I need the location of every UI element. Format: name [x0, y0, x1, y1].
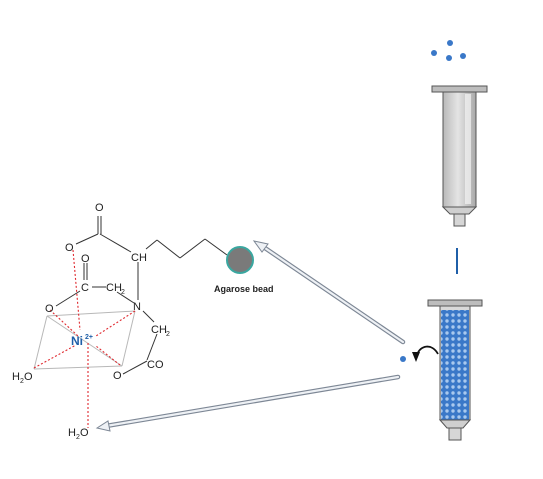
empty-syringe-icon [431, 85, 488, 227]
atom-o-carbonyl-mid: O [81, 253, 90, 265]
atom-ch2-acetate-subscript: 2 [121, 289, 125, 296]
protein-droplets-icon [431, 40, 466, 61]
atom-ch2-acetate: CH [106, 282, 122, 294]
protein-dot-icon [400, 356, 406, 362]
nickel-ion: Ni [71, 334, 83, 348]
octahedral-frame [33, 310, 136, 370]
atom-o-ester-top: O [65, 242, 74, 254]
curved-arrow-icon [412, 345, 439, 362]
skeletal-bonds [55, 216, 228, 375]
water-bottom-h: H [68, 427, 76, 439]
atom-ch2-right-subscript: 2 [166, 331, 170, 338]
atom-labels: O O CH O C CH 2 O N CH 2 O CO H 2 O H 2 … [12, 202, 170, 441]
water-bottom-subscript: 2 [76, 434, 80, 441]
coordination-bonds [33, 249, 136, 428]
bead-label: Agarose bead [214, 284, 274, 294]
atom-o-ester-mid: O [45, 303, 54, 315]
water-bottom-o: O [80, 427, 89, 439]
atom-o-carboxylate: O [113, 370, 122, 382]
ni-nta-structure: O O CH O C CH 2 O N CH 2 O CO H 2 O H 2 … [12, 202, 228, 441]
atom-ch-alpha: CH [131, 252, 147, 264]
bead-icon [226, 246, 254, 274]
atom-n-amine: N [133, 301, 141, 313]
nickel-charge: 2+ [85, 334, 93, 341]
atom-co-carboxylate: CO [147, 359, 164, 371]
packed-resin-column-icon [427, 299, 483, 441]
atom-ch2-right: CH [151, 324, 167, 336]
atom-o-top: O [95, 202, 104, 214]
water-left-h: H [12, 371, 20, 383]
arrow-to-water [95, 374, 401, 432]
resin-bed [441, 310, 469, 420]
arrow-to-bead [252, 240, 406, 345]
water-left-o: O [24, 371, 33, 383]
atom-c-acetate: C [81, 282, 89, 294]
agarose-bead: Agarose bead [214, 246, 274, 294]
water-left-subscript: 2 [20, 378, 24, 385]
